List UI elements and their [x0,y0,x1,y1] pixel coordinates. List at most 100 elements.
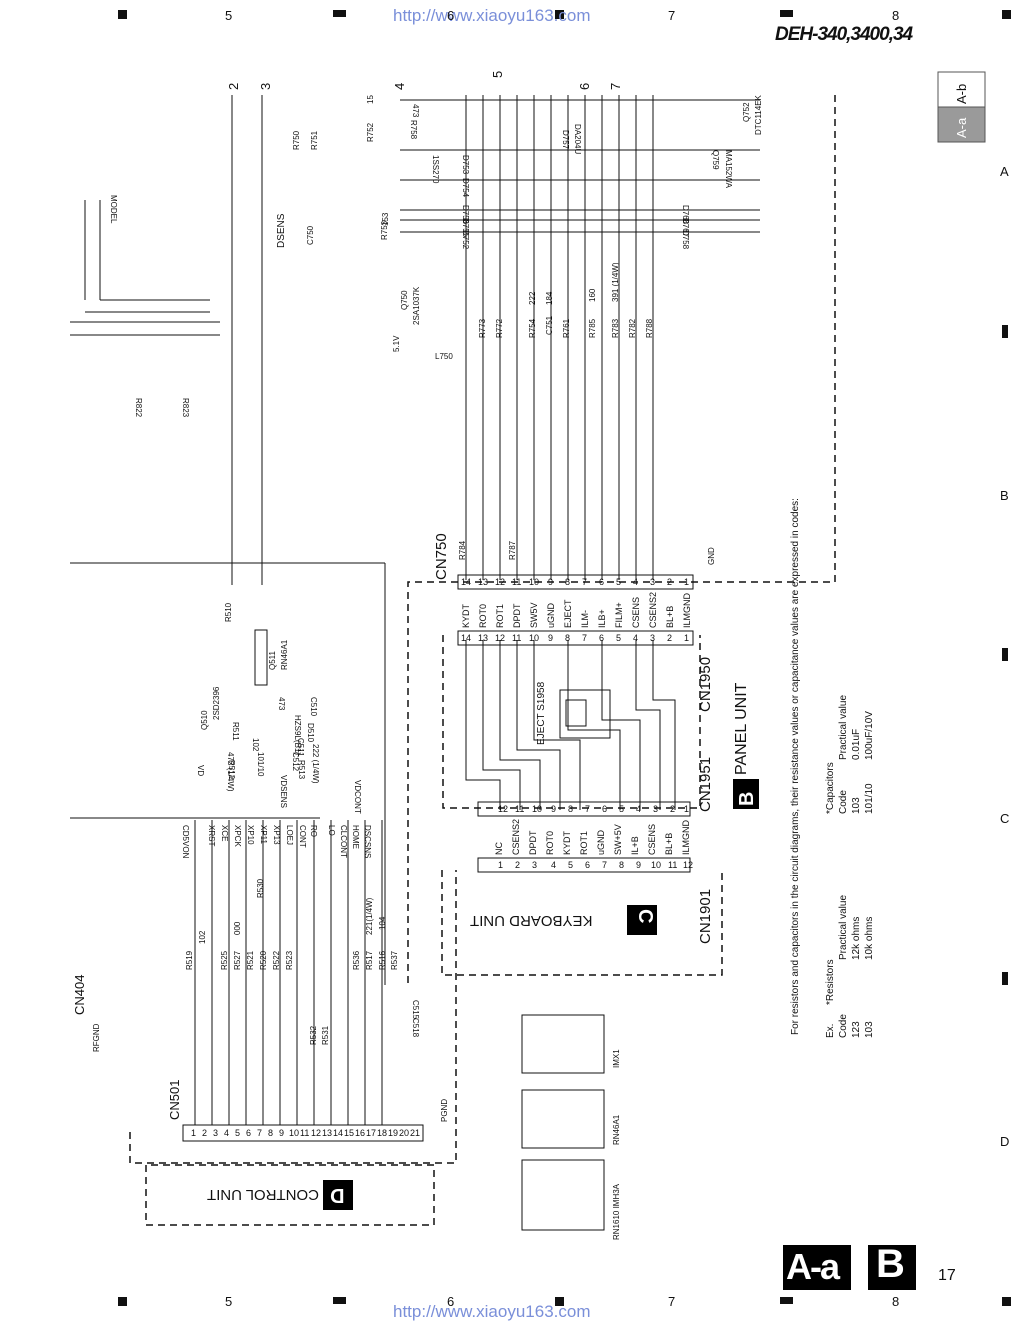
source-url-bottom[interactable]: http://www.xiaoyu163.com [393,1302,591,1321]
cn750-signal: BL+B [665,605,675,628]
cn750-signal: uGND [546,602,556,628]
resistor-label: R520 [259,950,268,970]
control-signal: XRST [207,825,216,847]
diode-label: D768 [681,205,690,225]
cn750-pin: 6 [599,577,605,587]
cn1901-signal: SW+5V [613,824,623,855]
keyboard-unit-letter: C [634,909,656,924]
footer-section-badge-bg [783,1245,851,1290]
resistor-value: 15 [366,95,375,104]
resistor-value: 000 [233,921,242,935]
footer-section-badge: A-a [786,1246,840,1287]
registration-mark [555,10,564,19]
cn1901-signal: uGND [596,829,606,855]
cn750-signal: ILMGND [682,592,692,628]
grid-row-c: C [1000,811,1010,826]
cn1950-pin: 3 [650,633,656,643]
panel-unit-badge-bg [733,779,759,809]
control-unit-letter: D [330,1184,345,1206]
cn750-signal: ILB+ [597,609,607,628]
control-signal: XPCK [233,825,242,847]
cn750-pin: 3 [650,577,656,587]
capacitor-label: C515 [411,1000,420,1020]
resistor-label: R536 [352,950,361,970]
diode-label: D753 [461,155,470,175]
control-signal: DSCSNS [363,825,372,859]
cn501-pin: 10 [289,1128,300,1138]
panel-unit-letter: B [736,791,758,806]
resistor-label: R822 [134,398,143,418]
diode-extra: DA204U [573,124,582,155]
cn1901-pin: 9 [636,860,642,870]
cn1950-pin: 7 [582,633,588,643]
cn501-pin: 17 [366,1128,377,1138]
control-signal: RO [309,825,318,837]
transistor-part: MA152WA [724,150,733,188]
resistor-value: 160 [588,288,597,302]
cn1950-pin: 4 [633,633,639,643]
cn501-pin: 4 [224,1128,230,1138]
capacitor-label: C510 [309,697,318,717]
grid-col-5: 5 [225,8,233,23]
cn750-pin: 8 [565,577,571,587]
cn1901-pin: 4 [551,860,557,870]
tab-a-a[interactable]: A-a [954,117,969,138]
resistor-label: R787 [508,540,517,560]
diode-part: 1SS270 [431,155,440,184]
cn1901-pin: 2 [515,860,521,870]
cn1951-pin: 12 [498,804,509,814]
keyboard-unit-name: KEYBOARD UNIT [470,912,593,929]
capacitor-label: C750 [306,225,315,245]
cn501-pin: 13 [322,1128,333,1138]
cn1950-pin: 12 [495,633,506,643]
control-signal: CD5VON [181,825,190,859]
control-signal: XP10 [246,825,255,845]
cn750-signal: FILM+ [614,602,624,628]
resistor-label: R823 [181,398,190,418]
cn501-pin: 14 [333,1128,344,1138]
cn750-signal: ROT1 [495,603,505,628]
tab-a-b[interactable]: A-b [954,83,969,104]
wiring [70,95,760,1125]
cn501-pin: 8 [268,1128,274,1138]
cn1950-pin: 13 [478,633,489,643]
pgnd-label: PGND [440,1098,449,1122]
grid-row-d: D [1000,1134,1010,1149]
cn750-pin: 9 [548,577,554,587]
resistor-label: R530 [256,878,265,898]
cn501-pin: 6 [246,1128,252,1138]
cn1950-pin: 2 [667,633,673,643]
registration-mark [555,1297,564,1306]
net-number: 3 [258,82,273,90]
control-signal: VD [196,765,205,777]
transistor-label: Q752 [742,102,751,122]
resistor-label: R527 [233,950,242,970]
cn750-pin: 14 [461,577,472,587]
grid-col-8: 8 [892,8,900,23]
cn501-pin: 11 [300,1128,310,1138]
package-label: IMX1 [612,1049,621,1068]
cn501-pin: 19 [388,1128,399,1138]
resistor-value: 473 [411,104,420,118]
note-cap-value: 100uF/10V [864,711,875,760]
source-url-top[interactable]: http://www.xiaoyu163.com [393,6,591,25]
cn1950-pin: 5 [616,633,622,643]
cn1901-signal: ROT0 [545,830,555,855]
cn501-pin: 12 [311,1128,322,1138]
cn750-pin: 2 [667,577,673,587]
net-number: 4 [392,82,407,90]
cn1901-signal: IL+B [630,836,640,855]
eject-switch-label[interactable]: EJECT S1958 [536,681,547,745]
resistor-value: 222 (1/4W) [311,744,320,784]
cn1950-pin: 14 [461,633,472,643]
resistor-label: R519 [185,950,194,970]
registration-mark [118,10,127,19]
cn1951-pin: 10 [532,804,543,814]
note-cap-code: 103 [851,797,862,814]
model-title: DEH-340,3400,34 [775,24,913,45]
resistor-value: 153 [381,212,390,226]
resistor-value: 222 [528,291,537,305]
control-signal: XP11 [259,825,268,844]
resistor-label: R511 [231,722,240,741]
section-tabs [937,71,986,143]
